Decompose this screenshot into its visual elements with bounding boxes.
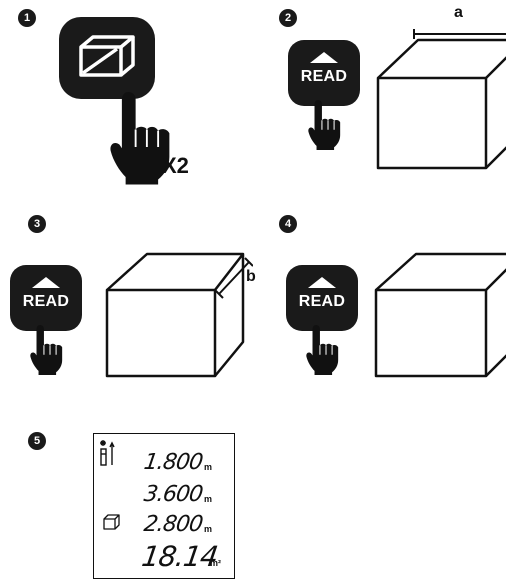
box-diagram xyxy=(372,22,506,172)
read-button-label: READ xyxy=(10,293,82,311)
display-row-1-value: 1.800 xyxy=(142,450,203,475)
display-row-4-value: 18.14 xyxy=(140,540,220,573)
display-row-2-value: 3.600 xyxy=(142,482,203,507)
up-arrow-icon xyxy=(308,277,336,288)
step-1-badge: 1 xyxy=(18,9,36,27)
laser-device-icon xyxy=(99,438,117,468)
step-3-badge: 3 xyxy=(28,215,46,233)
read-button-label: READ xyxy=(288,68,360,86)
display-row-1-unit: m xyxy=(204,462,212,472)
box-diagram xyxy=(103,250,253,380)
read-button[interactable]: READ xyxy=(10,265,82,331)
step-4-badge: 4 xyxy=(279,215,297,233)
dimension-label-b: b xyxy=(246,268,256,286)
step-5-badge: 5 xyxy=(28,432,46,450)
up-arrow-icon xyxy=(310,52,338,63)
pointing-hand-icon xyxy=(304,325,346,379)
display-row-3-unit: m xyxy=(204,524,212,534)
dimension-label-a: a xyxy=(454,4,463,22)
volume-mode-icon xyxy=(103,514,121,530)
pointing-hand-icon xyxy=(306,100,348,154)
up-arrow-icon xyxy=(32,277,60,288)
box-diagram xyxy=(372,250,506,380)
press-count-label: X2 xyxy=(162,153,189,179)
step-2-badge: 2 xyxy=(279,9,297,27)
display-row-4-unit: m² xyxy=(210,558,221,568)
pointing-hand-icon xyxy=(28,325,70,379)
volume-box-icon xyxy=(59,17,155,99)
display-row-3-value: 2.800 xyxy=(142,512,203,537)
lcd-display: 1.800 m 3.600 m 2.800 m 18.14 m² xyxy=(93,433,235,579)
read-button-label: READ xyxy=(286,293,358,311)
read-button[interactable]: READ xyxy=(286,265,358,331)
volume-mode-button[interactable] xyxy=(59,17,155,99)
display-row-2-unit: m xyxy=(204,494,212,504)
read-button[interactable]: READ xyxy=(288,40,360,106)
